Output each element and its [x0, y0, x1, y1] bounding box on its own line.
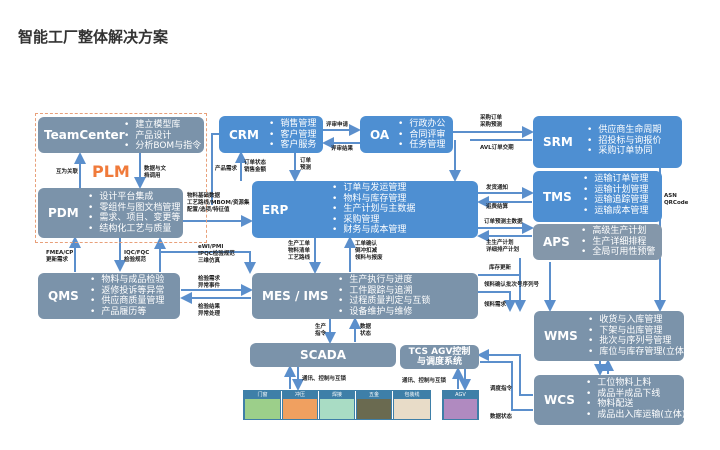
- tms-box[interactable]: TMS 运输订单管理运输计划管理运输追踪管理运输成本管理: [533, 171, 662, 222]
- flow-label: 数据 状态: [360, 324, 372, 337]
- flow-label: 订单状态 销售金额: [244, 160, 267, 173]
- plm-label: PLM: [92, 162, 130, 181]
- flow-label: eWI/PMI IPQC检验规范 三维仿真: [198, 244, 235, 264]
- flow-label: 订单 预测: [300, 158, 312, 171]
- pdm-box[interactable]: PDM 设计平台集成零组件与图文档管理需求、项目、变更等结构化工艺与质量: [38, 188, 183, 238]
- flow-label: 评审申请: [326, 122, 349, 128]
- flow-label: 产品需求: [215, 166, 238, 172]
- plm-frame: [35, 113, 207, 243]
- equipment-item: 冲压: [282, 391, 319, 419]
- flow-label: 生产 指令: [315, 324, 327, 337]
- flow-label: 数据与文 档调用: [144, 166, 167, 179]
- aps-box[interactable]: APS 高级生产计划生产详细排程全局可用性预警: [533, 224, 662, 260]
- flow-label: 领料确认批次号序列号: [484, 282, 540, 288]
- flow-label: IQC/FQC 检验规范: [124, 250, 150, 263]
- oa-box[interactable]: OA 行政办公合同评审任务管理: [360, 116, 453, 153]
- flow-label: 采购订单 采购预测: [480, 115, 503, 128]
- equipment-item: 门窗: [244, 391, 282, 419]
- flow-label: 通讯、控制与互锁: [402, 378, 447, 384]
- flow-label: 订单预测主数据: [484, 219, 523, 225]
- srm-box[interactable]: SRM 供应商生命周期招投标与询报价采购订单协同: [533, 116, 682, 168]
- flow-label: 通讯、控制与互锁: [302, 376, 347, 382]
- flow-label: 生产工单 物料清单 工艺路线: [288, 241, 311, 261]
- flow-label: 数据状态: [490, 414, 513, 420]
- crm-box[interactable]: CRM 销售管理客户管理客户服务: [219, 116, 323, 153]
- equipment-item: 焊接: [319, 391, 356, 419]
- flow-label: 检验需求 异常事件: [198, 276, 221, 289]
- flow-label: 调度指令: [490, 386, 513, 392]
- equipment-item: 五金: [356, 391, 393, 419]
- scada-box[interactable]: SCADA: [250, 343, 396, 367]
- equipment-strip: 门窗 冲压 焊接 五金 包装线: [243, 390, 431, 420]
- teamcenter-box[interactable]: TeamCenter 建立模型库产品设计分析BOM与指令: [38, 117, 204, 153]
- flow-label: 评审结果: [331, 146, 354, 152]
- mes-box[interactable]: MES / IMS 生产执行与进度工件跟踪与追溯过程质量判定与互锁设备维护与维修: [252, 273, 478, 319]
- flow-label: 领料需求: [484, 302, 507, 308]
- wms-box[interactable]: WMS 收货与入库管理下架与出库管理批次与序列号管理库位与库存管理(立体): [534, 311, 687, 361]
- erp-box[interactable]: ERP 订单与发运管理物料与库存管理生产计划与主数据采购管理财务与成本管理: [252, 181, 478, 238]
- equipment-item: 包装线: [393, 391, 431, 419]
- flow-label: 主生产计划 详细排产计划: [486, 240, 520, 253]
- flow-label: 检验结果 异常处理: [198, 304, 221, 317]
- qms-box[interactable]: QMS 物料与成品检验返修投诉等异常供应商质量管理产品履历等: [38, 273, 180, 319]
- flow-label: FMEA/CP 更新需求: [46, 250, 74, 263]
- flow-label: AVL订单交期: [480, 145, 514, 151]
- flow-label: 互为关联: [56, 169, 79, 175]
- tcs-box[interactable]: TCS AGV控制 与调度系统: [400, 345, 479, 369]
- flow-label: 工单确认 倒冲扣减 领料与报废: [355, 241, 383, 261]
- flow-label: 物料基础数据 工艺路线/MBOM/资源集 配置/选项/特征值: [187, 193, 250, 213]
- flow-label: 运费结算: [486, 204, 509, 210]
- agv-strip: AGV: [442, 390, 479, 420]
- flow-label: 库存更新: [489, 265, 512, 271]
- flow-label: 发货通知: [486, 185, 509, 191]
- flow-label: ASN QRCode: [664, 193, 689, 206]
- page-title: 智能工厂整体解决方案: [18, 28, 169, 46]
- wcs-box[interactable]: WCS 工位物料上料成品半成品下线物料配送成品出入库运输(立体): [534, 375, 685, 425]
